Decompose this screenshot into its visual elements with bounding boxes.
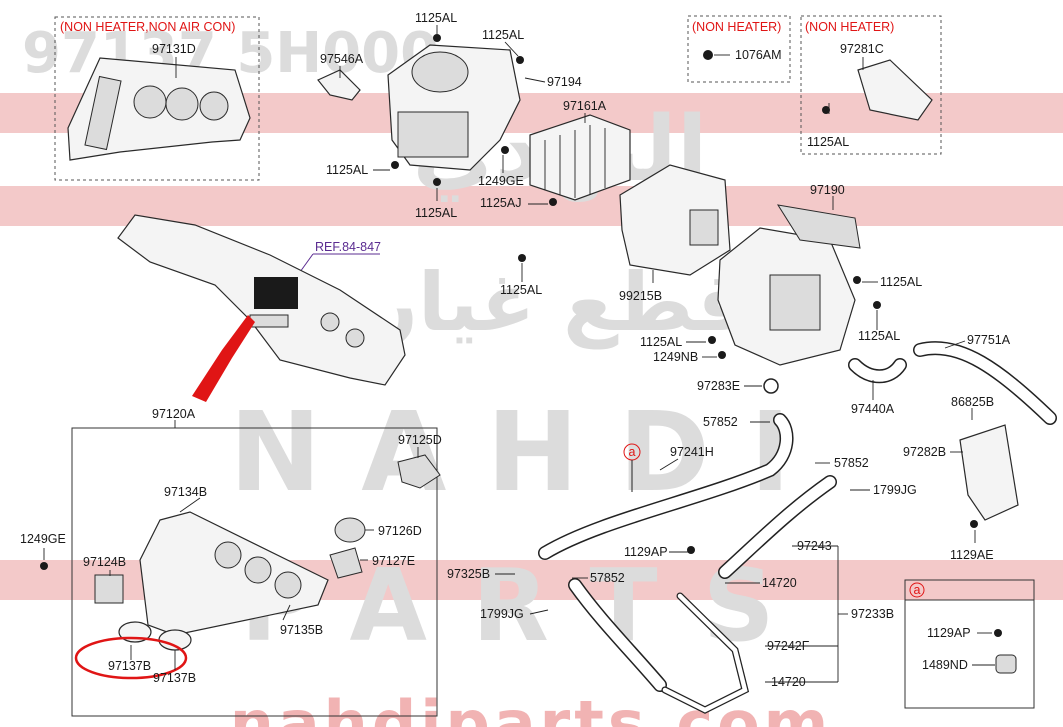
label-97233b[interactable]: 97233B <box>851 607 894 621</box>
fasteners <box>40 34 1017 674</box>
label-97126d[interactable]: 97126D <box>378 524 422 538</box>
label-97137b-b[interactable]: 97137B <box>153 671 196 685</box>
label-97127e[interactable]: 97127E <box>372 554 415 568</box>
part-97126d <box>334 517 366 543</box>
label-1125al-c[interactable]: 1125AL <box>807 135 849 149</box>
label-1249ge-b[interactable]: 1249GE <box>20 532 66 546</box>
part-97546a <box>317 69 361 101</box>
group-box-non-heater-1 <box>687 15 791 83</box>
label-1125al-i[interactable]: 1125AL <box>640 335 682 349</box>
label-97241h[interactable]: 97241H <box>670 445 714 459</box>
note-non-heater-non-aircon: (NON HEATER,NON AIR CON) <box>60 20 235 34</box>
hoses <box>538 341 1057 714</box>
label-97243[interactable]: 97243 <box>797 539 832 553</box>
part-97127e <box>329 547 363 579</box>
marker-a-main-text: a <box>629 445 636 459</box>
group-box-non-heater-non-aircon <box>54 16 260 181</box>
label-1125al-a[interactable]: 1125AL <box>415 11 457 25</box>
label-1799jg-a[interactable]: 1799JG <box>873 483 917 497</box>
label-1129ap-a[interactable]: 1129AP <box>624 545 668 559</box>
part-97131d-panel <box>67 57 251 161</box>
label-97137b-a[interactable]: 97137B <box>108 659 151 673</box>
label-97242f[interactable]: 97242F <box>767 639 810 653</box>
label-97190[interactable]: 97190 <box>810 183 845 197</box>
highlight-arrow <box>192 315 255 402</box>
label-1249ge-a[interactable]: 1249GE <box>478 174 524 188</box>
note-ref[interactable]: REF.84-847 <box>315 240 381 254</box>
label-86825b[interactable]: 86825B <box>951 395 994 409</box>
label-1125al-h[interactable]: 1125AL <box>858 329 900 343</box>
label-97546a[interactable]: 97546A <box>320 52 364 66</box>
label-97283e[interactable]: 97283E <box>697 379 740 393</box>
group-box-control-assy <box>71 427 438 717</box>
label-14720-b[interactable]: 14720 <box>771 675 806 689</box>
label-1799jg-b[interactable]: 1799JG <box>480 607 524 621</box>
part-97190-heater-unit <box>717 204 861 366</box>
label-57852-c[interactable]: 57852 <box>590 571 625 585</box>
label-97125d[interactable]: 97125D <box>398 433 442 447</box>
leader-lines <box>43 25 995 683</box>
label-57852-a[interactable]: 57852 <box>703 415 738 429</box>
marker-a-legend-text: a <box>914 583 921 597</box>
label-97194[interactable]: 97194 <box>547 75 582 89</box>
group-box-non-heater-2 <box>800 15 942 155</box>
label-1125al-d[interactable]: 1125AL <box>326 163 368 177</box>
label-1076am[interactable]: 1076AM <box>735 48 782 62</box>
part-blower-unit <box>317 44 521 171</box>
label-97440a[interactable]: 97440A <box>851 402 895 416</box>
part-97282b-bracket <box>959 424 1019 521</box>
label-1249nb[interactable]: 1249NB <box>653 350 698 364</box>
part-97125d <box>397 454 441 489</box>
part-99215b-case <box>619 164 731 276</box>
part-labels: 97131D 1125AL 1125AL 97546A 97194 1076AM… <box>20 11 1011 689</box>
part-97120a-control <box>94 454 441 651</box>
watermark-domain: nahdiparts.com <box>230 687 833 727</box>
label-1125al-b[interactable]: 1125AL <box>482 28 524 42</box>
label-97161a[interactable]: 97161A <box>563 99 607 113</box>
label-97325b[interactable]: 97325B <box>447 567 490 581</box>
label-1125al-f[interactable]: 1125AL <box>880 275 922 289</box>
label-14720-a[interactable]: 14720 <box>762 576 797 590</box>
note-non-heater-2: (NON HEATER) <box>805 20 894 34</box>
label-97135b[interactable]: 97135B <box>280 623 323 637</box>
label-1129ap-b[interactable]: 1129AP <box>927 626 971 640</box>
part-97281c-bracket <box>857 59 933 121</box>
part-dashboard <box>117 214 406 402</box>
label-1125al-e[interactable]: 1125AL <box>415 206 457 220</box>
marker-a-legend <box>909 582 925 598</box>
label-97282b[interactable]: 97282B <box>903 445 946 459</box>
label-97120a[interactable]: 97120A <box>152 407 196 421</box>
label-1125al-g[interactable]: 1125AL <box>500 283 542 297</box>
label-99215b[interactable]: 99215B <box>619 289 662 303</box>
watermark-band-mid <box>0 186 1063 226</box>
label-97751a[interactable]: 97751A <box>967 333 1011 347</box>
label-97131d[interactable]: 97131D <box>152 42 196 56</box>
label-1129ae[interactable]: 1129AE <box>950 548 994 562</box>
label-1125aj[interactable]: 1125AJ <box>480 196 521 210</box>
highlight-circle-97137b <box>74 636 188 680</box>
legend-box-a <box>904 579 1035 709</box>
label-97134b[interactable]: 97134B <box>164 485 207 499</box>
part-97124b <box>94 574 124 604</box>
label-57852-b[interactable]: 57852 <box>834 456 869 470</box>
watermark-latin-brand: NAHDI <box>229 388 831 516</box>
label-97124b[interactable]: 97124B <box>83 555 126 569</box>
label-1489nd[interactable]: 1489ND <box>922 658 968 672</box>
part-97161a-core <box>529 114 631 201</box>
note-non-heater-1: (NON HEATER) <box>692 20 781 34</box>
ref-leader <box>299 253 314 273</box>
label-97281c[interactable]: 97281C <box>840 42 884 56</box>
